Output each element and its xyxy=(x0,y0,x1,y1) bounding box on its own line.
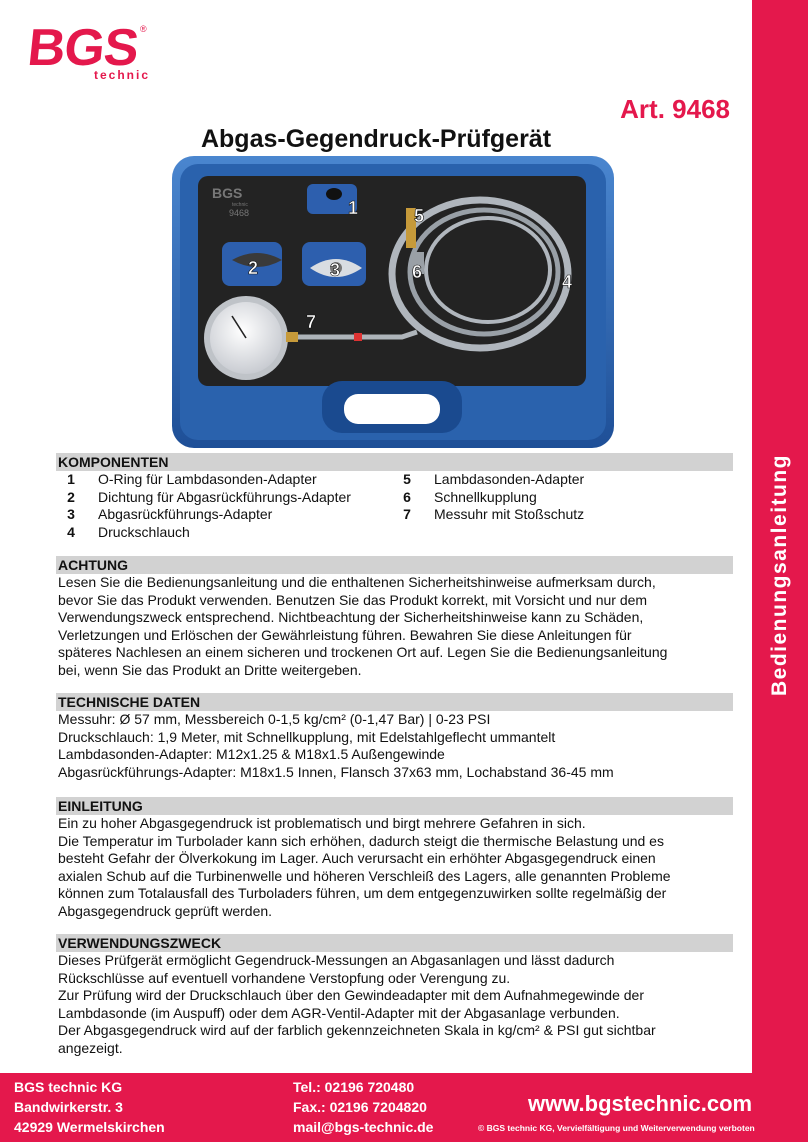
callout-2: 2 xyxy=(248,258,258,278)
probe-adapter xyxy=(406,208,416,248)
text-line: Die Temperatur im Turbolader kann sich e… xyxy=(58,832,664,849)
logo-registered-mark: ® xyxy=(140,24,147,34)
text-line: Verwendungszweck entsprechend. Nichtbeac… xyxy=(58,609,644,625)
brand-logo: BGS ® technic xyxy=(24,19,158,82)
callout-5: 5 xyxy=(414,206,424,226)
footer-copyright: © BGS technic KG, Vervielfältigung und W… xyxy=(478,1123,755,1133)
footer-company: BGS technic KG xyxy=(14,1079,123,1095)
section-heading: KOMPONENTEN xyxy=(56,453,733,471)
sidebar-label: Bedienungsanleitung xyxy=(768,453,791,697)
text-line: können zum Totalausfall des Turboladers … xyxy=(58,885,667,901)
footer-email[interactable]: mail@bgs-technic.de xyxy=(293,1119,434,1135)
footer-website[interactable]: www.bgstechnic.com xyxy=(528,1091,753,1116)
hose-marker xyxy=(354,333,362,341)
text-line: Abgasgegendruck geprüft werden. xyxy=(58,902,273,919)
footer-street: Bandwirkerstr. 3 xyxy=(14,1099,123,1115)
callout-1: 1 xyxy=(348,198,358,218)
section-technische-daten: TECHNISCHE DATEN Messuhr: Ø 57 mm, Messb… xyxy=(56,693,733,781)
section-heading: VERWENDUNGSZWECK xyxy=(56,934,733,952)
hose-coil-mid xyxy=(407,207,561,337)
text-line: Der Abgasgegendruck wird auf der farblic… xyxy=(58,1022,656,1038)
text-line: Dieses Prüfgerät ermöglicht Gegendruck-M… xyxy=(58,952,615,968)
hose-coil-outer xyxy=(388,196,572,352)
section-einleitung: EINLEITUNG Ein zu hoher Abgasgegendruck … xyxy=(56,797,733,920)
callout-4: 4 xyxy=(562,272,572,292)
text-line: späteres Nachlesen an einem sicheren und… xyxy=(58,644,668,660)
hose-coil-inner xyxy=(424,216,552,324)
text-line: Druckschlauch: 1,9 Meter, mit Schnellkup… xyxy=(58,728,556,745)
callout-6: 6 xyxy=(412,262,422,282)
text-line: Abgasrückführungs-Adapter: M18x1.5 Innen… xyxy=(58,763,614,780)
lid-brand: BGS xyxy=(212,185,242,201)
text-line: bevor Sie das Produkt verwenden. Benutze… xyxy=(58,591,648,608)
gauge-needle xyxy=(231,315,247,339)
egr-adapter-hole xyxy=(330,262,342,274)
section-body: Dieses Prüfgerät ermöglicht Gegendruck-M… xyxy=(56,952,733,1057)
text-line: besteht Gefahr der Ölverkokung im Lager.… xyxy=(58,850,656,866)
gasket xyxy=(232,253,282,267)
gauge-fitting xyxy=(286,332,298,342)
section-verwendungszweck: VERWENDUNGSZWECK Dieses Prüfgerät ermögl… xyxy=(56,934,733,1057)
text-line: Verletzungen und Erlöschen der Gewährlei… xyxy=(58,626,632,643)
callout-7: 7 xyxy=(306,312,316,332)
section-body: Lesen Sie die Bedienungsanleitung und di… xyxy=(56,574,733,679)
handle-opening xyxy=(344,394,440,424)
text-line: Zur Prüfung wird der Druckschlauch über … xyxy=(58,987,644,1003)
hose-straight xyxy=(298,329,418,340)
article-number: Art. 9468 xyxy=(620,94,730,124)
section-achtung: ACHTUNG Lesen Sie die Bedienungsanleitun… xyxy=(56,556,733,679)
text-line: angezeigt. xyxy=(58,1039,123,1056)
quick-coupling xyxy=(412,252,424,274)
text-line: Lambdasonden-Adapter: M12x1.25 & M18x1.5… xyxy=(58,746,445,762)
page-title: Abgas-Gegendruck-Prüfgerät xyxy=(200,125,552,153)
text-line: axialen Schub auf die Turbinenwelle und … xyxy=(58,867,671,884)
footer-city: 42929 Wermelskirchen xyxy=(14,1119,165,1135)
footer-fax: Fax.: 02196 7204820 xyxy=(293,1099,427,1115)
section-heading: TECHNISCHE DATEN xyxy=(56,693,733,711)
o-ring xyxy=(326,188,342,200)
section-heading: ACHTUNG xyxy=(56,556,733,574)
lid-article: 9468 xyxy=(229,208,249,218)
section-body: Ein zu hoher Abgasgegendruck ist problem… xyxy=(56,815,733,920)
sidebar-band xyxy=(752,0,808,1073)
text-line: bei, wenn Sie das Produkt an Dritte weit… xyxy=(58,661,362,678)
logo-subtitle: technic xyxy=(94,68,151,82)
footer: BGS technic KG Bandwirkerstr. 3 42929 We… xyxy=(0,1073,808,1142)
section-heading: EINLEITUNG xyxy=(56,797,733,815)
text-line: Lambdasonde (im Auspuff) oder dem AGR-Ve… xyxy=(58,1004,620,1021)
text-line: Ein zu hoher Abgasgegendruck ist problem… xyxy=(58,815,586,831)
text-line: Lesen Sie die Bedienungsanleitung und di… xyxy=(58,574,656,590)
logo-wordmark: BGS xyxy=(24,19,141,77)
footer-phone: Tel.: 02196 720480 xyxy=(293,1079,415,1095)
text-line: Messuhr: Ø 57 mm, Messbereich 0-1,5 kg/c… xyxy=(58,711,491,727)
product-case-image: BGS technic 9468 1 2 3 4 5 6 7 xyxy=(172,156,614,448)
lid-sub: technic xyxy=(232,202,248,208)
text-line: Rückschlüsse auf eventuell vorhandene Ve… xyxy=(58,969,511,986)
section-body: Messuhr: Ø 57 mm, Messbereich 0-1,5 kg/c… xyxy=(56,711,733,781)
callout-3: 3 xyxy=(330,260,340,280)
